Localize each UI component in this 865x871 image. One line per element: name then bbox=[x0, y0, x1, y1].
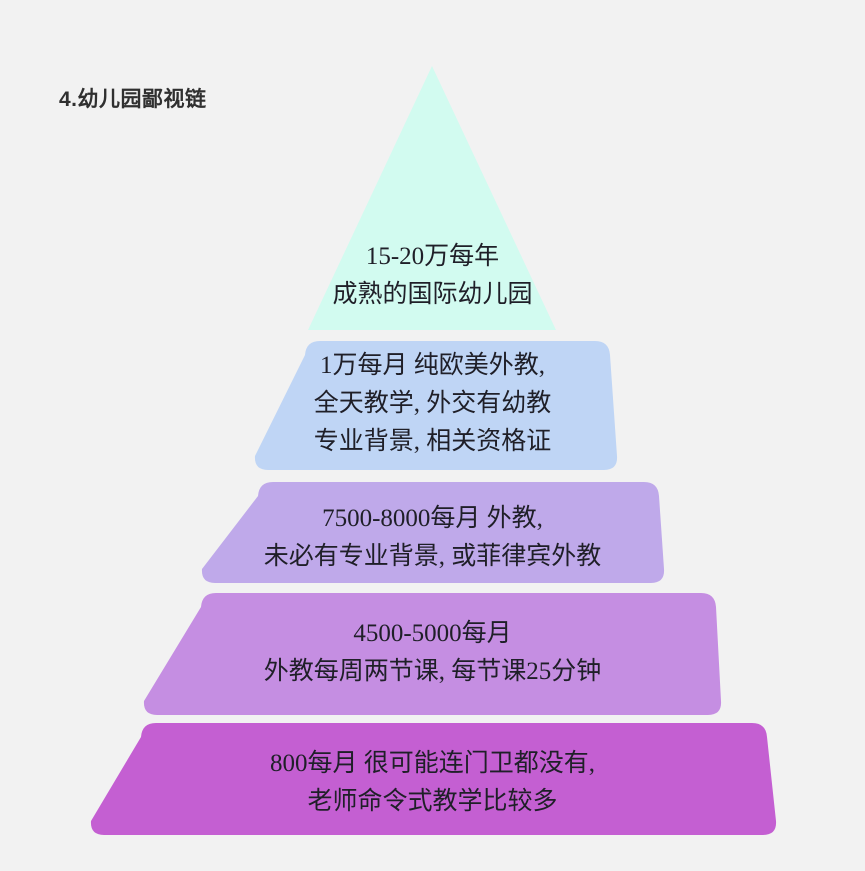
page-title: 4.幼儿园鄙视链 bbox=[59, 88, 207, 111]
pyramid-tier-3[interactable] bbox=[201, 482, 665, 583]
pyramid-tier-5[interactable] bbox=[90, 723, 777, 835]
pyramid-tier-2[interactable] bbox=[255, 341, 618, 470]
pyramid-tier-1[interactable] bbox=[308, 66, 556, 330]
pyramid-tier-4[interactable] bbox=[143, 593, 722, 715]
